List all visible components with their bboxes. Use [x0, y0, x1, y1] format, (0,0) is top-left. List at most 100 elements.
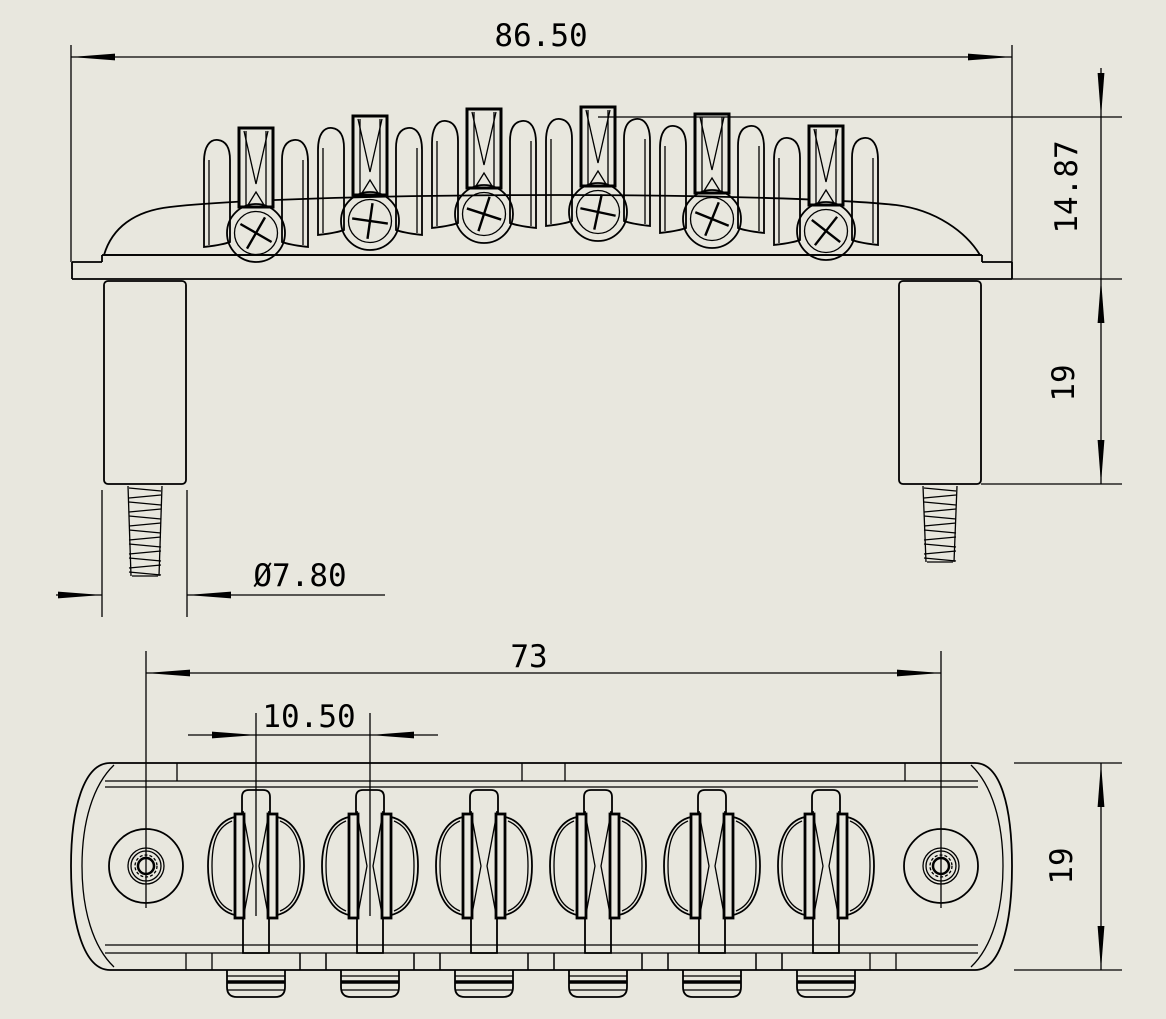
saddle-wing-left — [773, 137, 801, 247]
saddle-insert — [579, 105, 617, 188]
screw-shaft — [469, 789, 499, 954]
screw-inner — [347, 198, 393, 244]
thread-turn — [128, 487, 162, 492]
saddle-lens-left — [321, 815, 350, 917]
saddle-bar — [266, 812, 279, 920]
saddle-front — [773, 124, 879, 247]
arrowhead-icon — [1097, 763, 1105, 807]
notch-diagonal — [600, 817, 611, 915]
saddle-bar — [689, 812, 702, 920]
saddle-lens-left — [207, 815, 236, 917]
right-post — [898, 280, 982, 485]
cross-bar — [813, 216, 839, 246]
threaded-stud — [127, 485, 163, 577]
arrowhead-icon — [968, 53, 1012, 61]
dimension-arrowheads — [58, 53, 1105, 970]
notch-diagonal — [828, 817, 839, 915]
phillips-cross-icon — [466, 196, 502, 232]
saddle-lens-right — [846, 815, 875, 917]
screw-outer — [682, 189, 742, 249]
thread-turn — [923, 522, 957, 527]
stud-edge — [953, 485, 958, 563]
saddle-bar — [722, 812, 735, 920]
phillips-cross-icon — [694, 201, 730, 237]
screw-shaft — [583, 789, 613, 954]
screw-head-plan — [454, 970, 514, 998]
string-notch — [243, 130, 269, 185]
screw-outer — [796, 201, 856, 261]
arrowhead-icon — [1097, 73, 1105, 117]
screw-head-front — [796, 201, 856, 261]
arrowhead-icon — [71, 53, 115, 61]
saddle-plan — [777, 789, 875, 954]
thread-turn — [128, 501, 162, 506]
insert-wedge — [817, 188, 835, 204]
screw-inner — [803, 208, 849, 254]
saddle-wing-right — [623, 118, 651, 228]
dimension-body-width: 19 — [1014, 762, 1122, 971]
string-notch — [357, 118, 383, 173]
saddles-plan — [207, 789, 875, 998]
saddle-lens-left — [549, 815, 578, 917]
saddle-plan — [663, 789, 761, 954]
arrowhead-icon — [187, 591, 231, 599]
lens-inner-arc — [211, 820, 233, 912]
dim-text-post-diameter: Ø7.80 — [253, 558, 346, 594]
saddle-front — [659, 112, 765, 235]
screw-inner — [233, 210, 279, 256]
saddle-insert — [465, 107, 503, 190]
notch-diagonal — [585, 817, 596, 915]
insert-wedge — [361, 178, 379, 194]
notch-diagonal — [486, 817, 497, 915]
saddle-bar — [608, 812, 621, 920]
saddle-wing-left — [431, 120, 459, 230]
dim-text-string-pitch: 10.50 — [262, 699, 355, 735]
notch-diagonal — [243, 817, 254, 915]
dim-text-post-height: 19 — [1046, 364, 1082, 401]
thread-turn — [923, 508, 957, 513]
screw-head-outline — [682, 970, 742, 998]
saddle-lens-right — [618, 815, 647, 917]
intonation-screws — [226, 182, 856, 263]
thread-turn — [128, 543, 162, 548]
screw-head-front — [226, 203, 286, 263]
rail-notches — [176, 763, 906, 970]
saddle-insert — [237, 126, 275, 209]
thread-turn — [923, 543, 957, 548]
thread-turn — [128, 529, 162, 534]
notch-diagonal — [357, 817, 368, 915]
plan-view — [70, 762, 1013, 998]
screw-outer — [568, 182, 628, 242]
lens-inner-arc — [781, 820, 803, 912]
saddle-bar — [494, 812, 507, 920]
screw-head-front — [682, 189, 742, 249]
saddles-front — [203, 105, 879, 249]
saddle-lens-right — [276, 815, 305, 917]
arrowhead-icon — [1097, 926, 1105, 970]
screw-shaft — [697, 789, 727, 954]
screw-head-plan — [682, 970, 742, 998]
notch-diagonal — [471, 817, 482, 915]
arrowhead-icon — [1097, 279, 1105, 323]
saddle-wing-right — [281, 139, 309, 249]
dimension-post-diameter: Ø7.80 — [56, 490, 385, 617]
screw-shaft — [811, 789, 841, 954]
screw-inner — [575, 189, 621, 235]
notch-diagonal — [258, 817, 269, 915]
lens-inner-arc — [849, 820, 871, 912]
phillips-cross-icon — [811, 216, 841, 246]
saddle-lens-right — [504, 815, 533, 917]
dimension-layer: 86.50 14.87 19 Ø7.80 73 — [56, 18, 1122, 971]
lens-inner-arc — [735, 820, 757, 912]
screw-head-plan — [226, 970, 286, 998]
phillips-cross-icon — [352, 203, 388, 239]
screw-outer — [226, 203, 286, 263]
insert-wedge — [703, 176, 721, 192]
saddle-bar — [803, 812, 816, 920]
saddle-lens-right — [390, 815, 419, 917]
saddle-plan — [549, 789, 647, 954]
stud-edge — [922, 485, 927, 563]
thread-turn — [128, 494, 162, 499]
dim-text-saddle-height: 14.87 — [1049, 140, 1085, 233]
